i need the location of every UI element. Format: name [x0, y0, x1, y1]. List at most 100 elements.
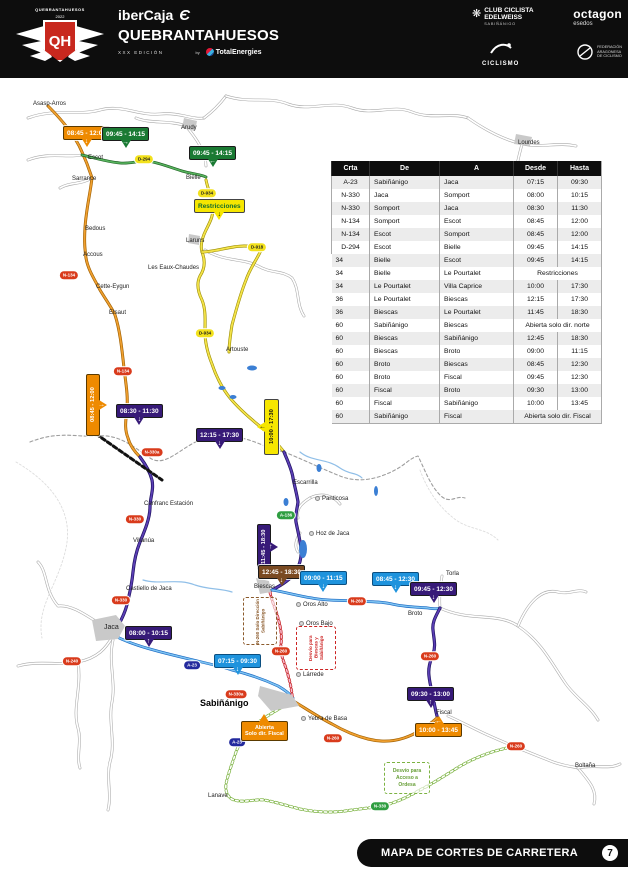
cell-desde: 10:00 [513, 280, 558, 293]
cell-de: Biescas [369, 306, 440, 319]
direction-arrow-icon: → [122, 139, 130, 146]
cell-a: Jaca [439, 202, 514, 215]
road-shield: A-23 [184, 661, 200, 669]
by-label: by [195, 49, 200, 55]
marker-line: Abierta [254, 724, 274, 731]
closure-time-marker: Restricciones↓ [194, 199, 245, 220]
town-label: Jaca [104, 624, 119, 631]
cell-de: Jaca [369, 189, 440, 202]
road-shield: N-330a [225, 690, 247, 698]
cell-hasta: 09:30 [557, 176, 602, 189]
closure-time-marker: 09:45 - 12:30↓ [410, 582, 458, 603]
cell-hasta: 10:15 [557, 189, 602, 202]
cell-crta: 34 [335, 283, 344, 290]
edelweiss-flower-icon: ❋ [472, 8, 482, 20]
club-edelweiss-logo: ❋ CLUB CICLISTA EDELWEISS SABIÑÁNIGO [472, 7, 534, 26]
octagon-sub: esedos [573, 21, 593, 27]
road-shield: N-134 [113, 367, 133, 375]
closure-time-marker: 11:45 - 18:30↑ [257, 524, 278, 570]
town-label: Sabiñánigo [200, 698, 249, 708]
cell-crta: 36 [335, 296, 344, 303]
cell-de: Escot [369, 228, 440, 241]
road-shield: N-240 [62, 657, 82, 665]
marker-tail [390, 585, 401, 593]
closure-time-marker: 08:45 - 12:00→ [86, 374, 107, 436]
cell-desde: 07:15 [513, 176, 558, 189]
cell-desde: 09:45 [513, 241, 558, 254]
closure-time-marker: 09:45 - 14:15← [189, 146, 237, 167]
closure-time-marker: 10:00 - 13:45← [415, 716, 463, 737]
cell-crta: 60 [335, 348, 344, 355]
marker-tail [270, 542, 278, 552]
town-label: Broto [408, 611, 423, 617]
footer-title: MAPA DE CORTES DE CARRETERA [381, 847, 578, 859]
cell-a: Broto [439, 345, 514, 358]
cell-de: Somport [369, 215, 440, 228]
closure-time-marker: 12:45 - 18:30↓ [258, 565, 306, 586]
cell-desde: 08:30 [513, 202, 558, 215]
town-label: Arudy [181, 125, 197, 131]
cell-hasta: 17:30 [557, 280, 602, 293]
cell-desde: 09:45 [513, 254, 558, 267]
marker-text: Restricciones [198, 202, 241, 210]
cell-a: Bielle [439, 241, 514, 254]
road-shield: N-260 [347, 597, 367, 605]
closure-time-marker: 12:15 - 17:30↓ [196, 428, 244, 449]
town-label: Accous [83, 252, 103, 258]
marker-text: 09:45 - 14:15 [106, 130, 146, 138]
marker-tail [120, 140, 131, 148]
rfec-label: CICLISMO [482, 61, 520, 67]
town-label: Villanúa [133, 538, 155, 544]
marker-tail [134, 417, 145, 425]
town-label: Etsaut [109, 310, 127, 316]
cell-crta: 60 [335, 361, 344, 368]
footer-bar: MAPA DE CORTES DE CARRETERA 7 [357, 839, 628, 867]
direction-arrow-icon: ↑ [428, 699, 433, 706]
marker-tail [81, 139, 92, 147]
cell-de: Broto [369, 358, 440, 371]
town-label: Artouste [226, 347, 249, 353]
town-label: Castiello de Jaca [126, 586, 172, 592]
marker-text: 08:00 - 10:15 [129, 629, 169, 637]
direction-arrow-icon: ← [259, 423, 266, 431]
cell-crta: N-330 [331, 202, 370, 215]
marker-tail [257, 422, 265, 432]
cell-desde: 10:00 [513, 397, 558, 410]
closure-time-marker: 08:45 - 12:30↓ [372, 572, 420, 593]
road-shield: N-330 [111, 596, 131, 604]
closure-time-marker: 07:15 - 09:30↓ [214, 654, 262, 675]
cell-a: Le Pourtalet [439, 306, 514, 319]
road-shield: D-294 [134, 155, 154, 163]
cell-de: Sabiñánigo [369, 319, 440, 332]
club-line1: CLUB CICLISTA [484, 7, 534, 14]
cell-desde: 11:45 [513, 306, 558, 319]
cell-de: Sabiñánigo [369, 410, 440, 424]
qh-event-logo: QUEBRANTAHUESOS 2022 QH [12, 4, 108, 74]
marker-tail [207, 159, 218, 167]
page-number-badge: 7 [602, 845, 618, 861]
cell-desde: 12:15 [513, 293, 558, 306]
marker-tail [232, 667, 243, 675]
road-shield: N-330 [125, 515, 145, 523]
map-note: Desvío para Biescas y Sabiñánigo [296, 626, 336, 670]
direction-arrow-icon: ↓ [393, 584, 398, 591]
road-shield: A-136 [276, 511, 296, 519]
cell-desde: 09:00 [513, 345, 558, 358]
cell-crta: 60 [335, 400, 344, 407]
town-label: Laruns [186, 238, 205, 244]
column-header: Hasta [557, 161, 602, 176]
club-line3: SABIÑÁNIGO [484, 22, 516, 26]
octagon-logo: octagon esedos [573, 7, 622, 27]
direction-arrow-icon: ↓ [431, 594, 436, 601]
town-label: Boltaña [575, 763, 596, 769]
